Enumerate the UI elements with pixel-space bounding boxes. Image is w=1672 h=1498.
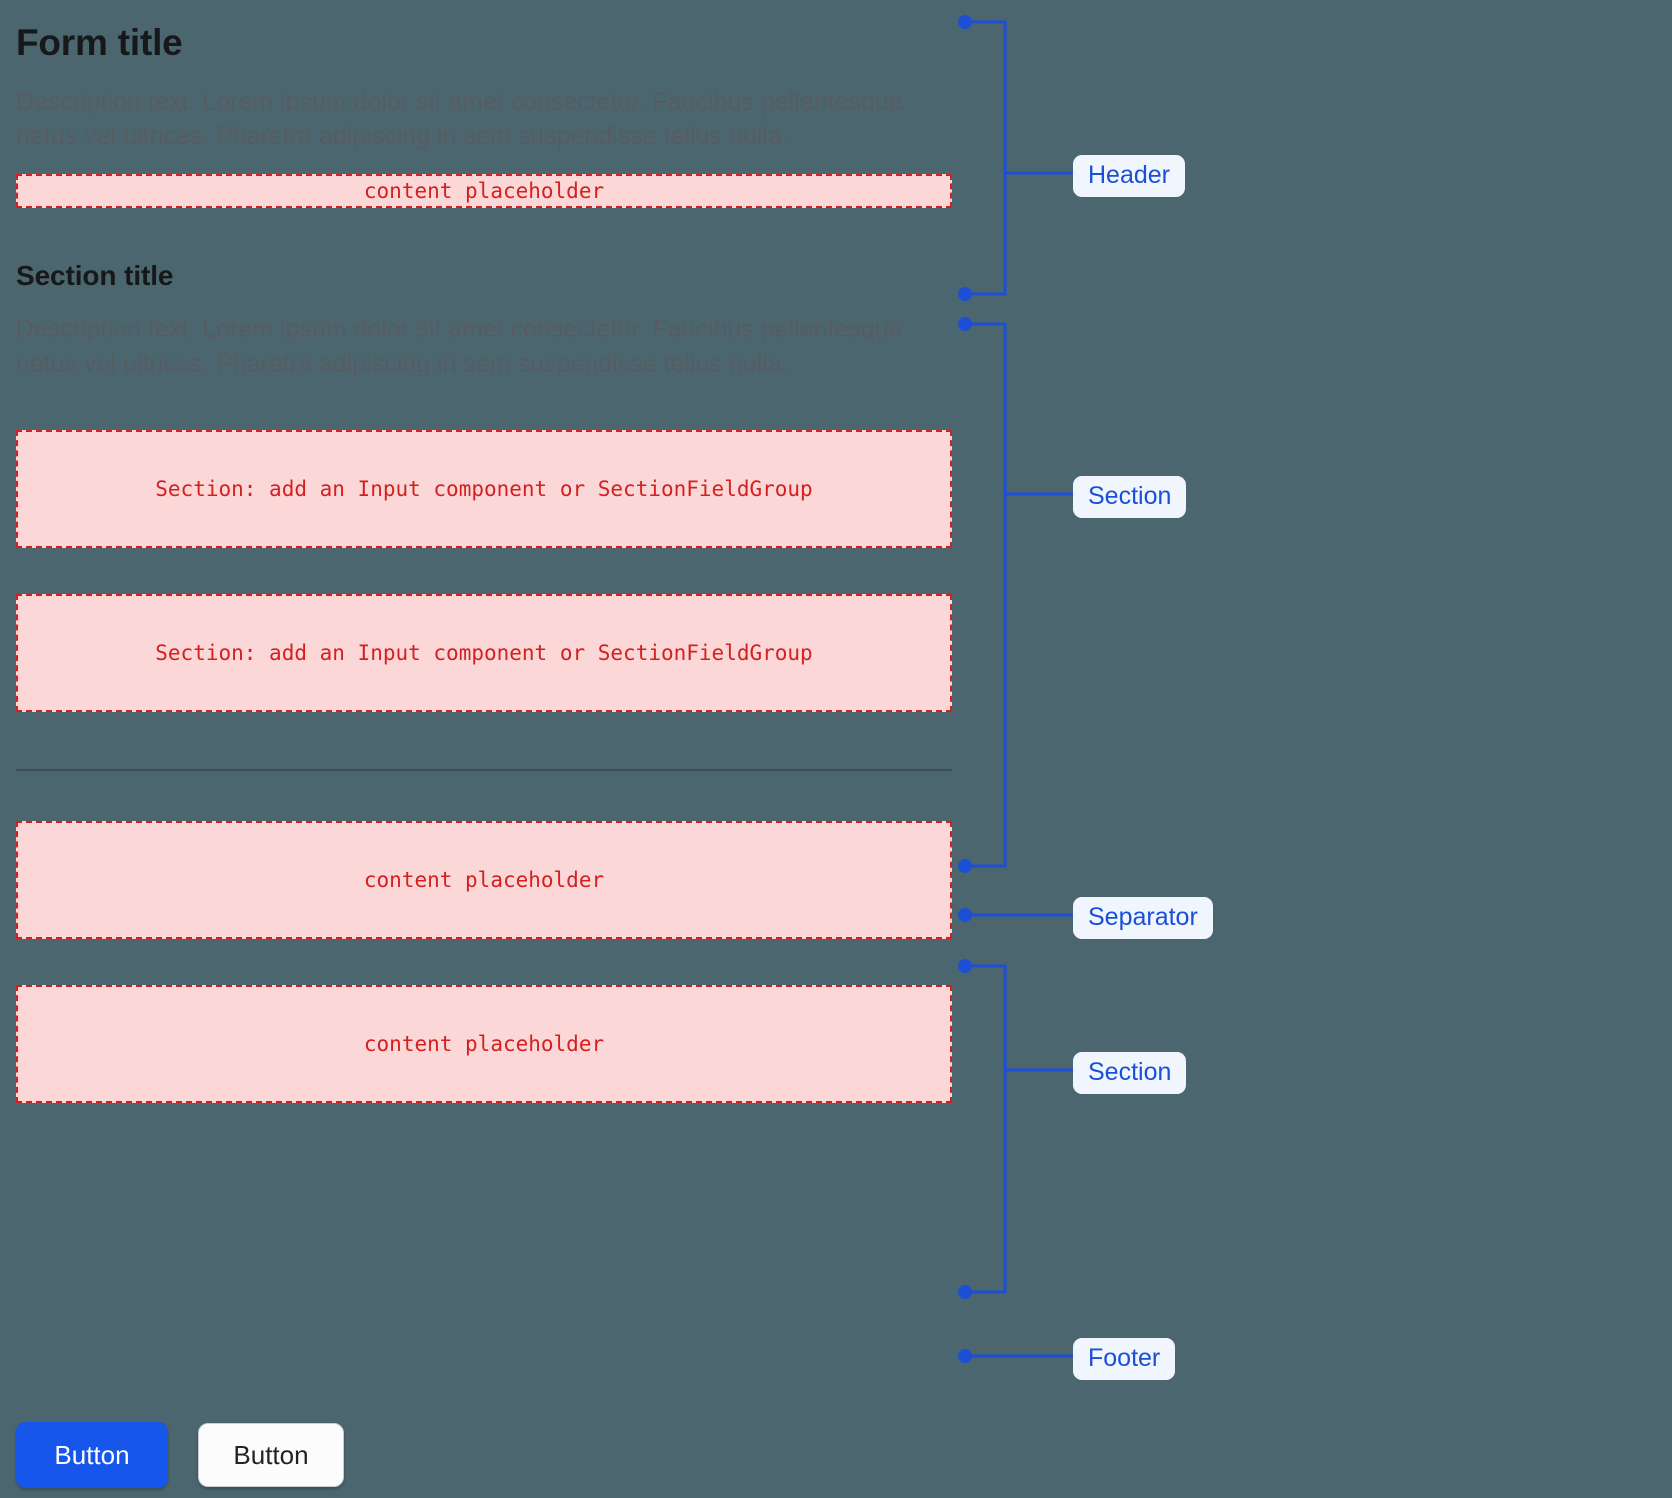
annotation-label-section-one[interactable]: Section — [1073, 476, 1187, 518]
annotation-anchor-dots — [958, 15, 972, 1363]
anchor-dot-header-bottom — [958, 287, 972, 301]
anchor-dot-section-two-bottom — [958, 1285, 972, 1299]
annotation-label-separator[interactable]: Separator — [1073, 897, 1213, 939]
section-one-field-placeholder-1[interactable]: Section: add an Input component or Secti… — [16, 430, 952, 549]
anchor-dot-separator — [958, 908, 972, 922]
anchor-dot-section-one-bottom — [958, 859, 972, 873]
section-one-field-placeholder-2[interactable]: Section: add an Input component or Secti… — [16, 594, 952, 713]
section-one-block: Section title Description text. Lorem ip… — [16, 259, 952, 713]
anchor-dot-header-top — [958, 15, 972, 29]
secondary-button[interactable]: Button — [198, 1423, 344, 1487]
form-header-description: Description text. Lorem ipsum dolor sit … — [16, 87, 903, 151]
form-separator — [16, 769, 952, 772]
anchor-dot-section-two-top — [958, 959, 972, 973]
form-column: Form title Description text. Lorem ipsum… — [16, 0, 952, 1104]
annotation-label-header[interactable]: Header — [1073, 155, 1185, 197]
primary-button[interactable]: Button — [16, 1422, 168, 1488]
form-title: Form title — [16, 22, 183, 63]
header-bracket — [965, 20, 1007, 296]
section-two-content-placeholder-2[interactable]: content placeholder — [16, 985, 952, 1104]
section-one-bracket — [965, 322, 1007, 868]
header-content-placeholder[interactable]: content placeholder — [16, 173, 952, 208]
section-two-content-placeholder-1[interactable]: content placeholder — [16, 821, 952, 940]
section-two-block: content placeholder content placeholder — [16, 821, 952, 1104]
form-footer: Button Button — [16, 1422, 344, 1488]
section-one-title: Section title — [16, 259, 174, 291]
annotation-label-footer[interactable]: Footer — [1073, 1338, 1176, 1380]
anchor-dot-section-one-top — [958, 317, 972, 331]
section-two-bracket — [965, 964, 1007, 1294]
section-one-description: Description text. Lorem ipsum dolor sit … — [16, 315, 903, 378]
anchor-dot-footer — [958, 1349, 972, 1363]
form-header-block: Form title Description text. Lorem ipsum… — [16, 22, 952, 208]
annotation-label-section-two[interactable]: Section — [1073, 1052, 1187, 1094]
